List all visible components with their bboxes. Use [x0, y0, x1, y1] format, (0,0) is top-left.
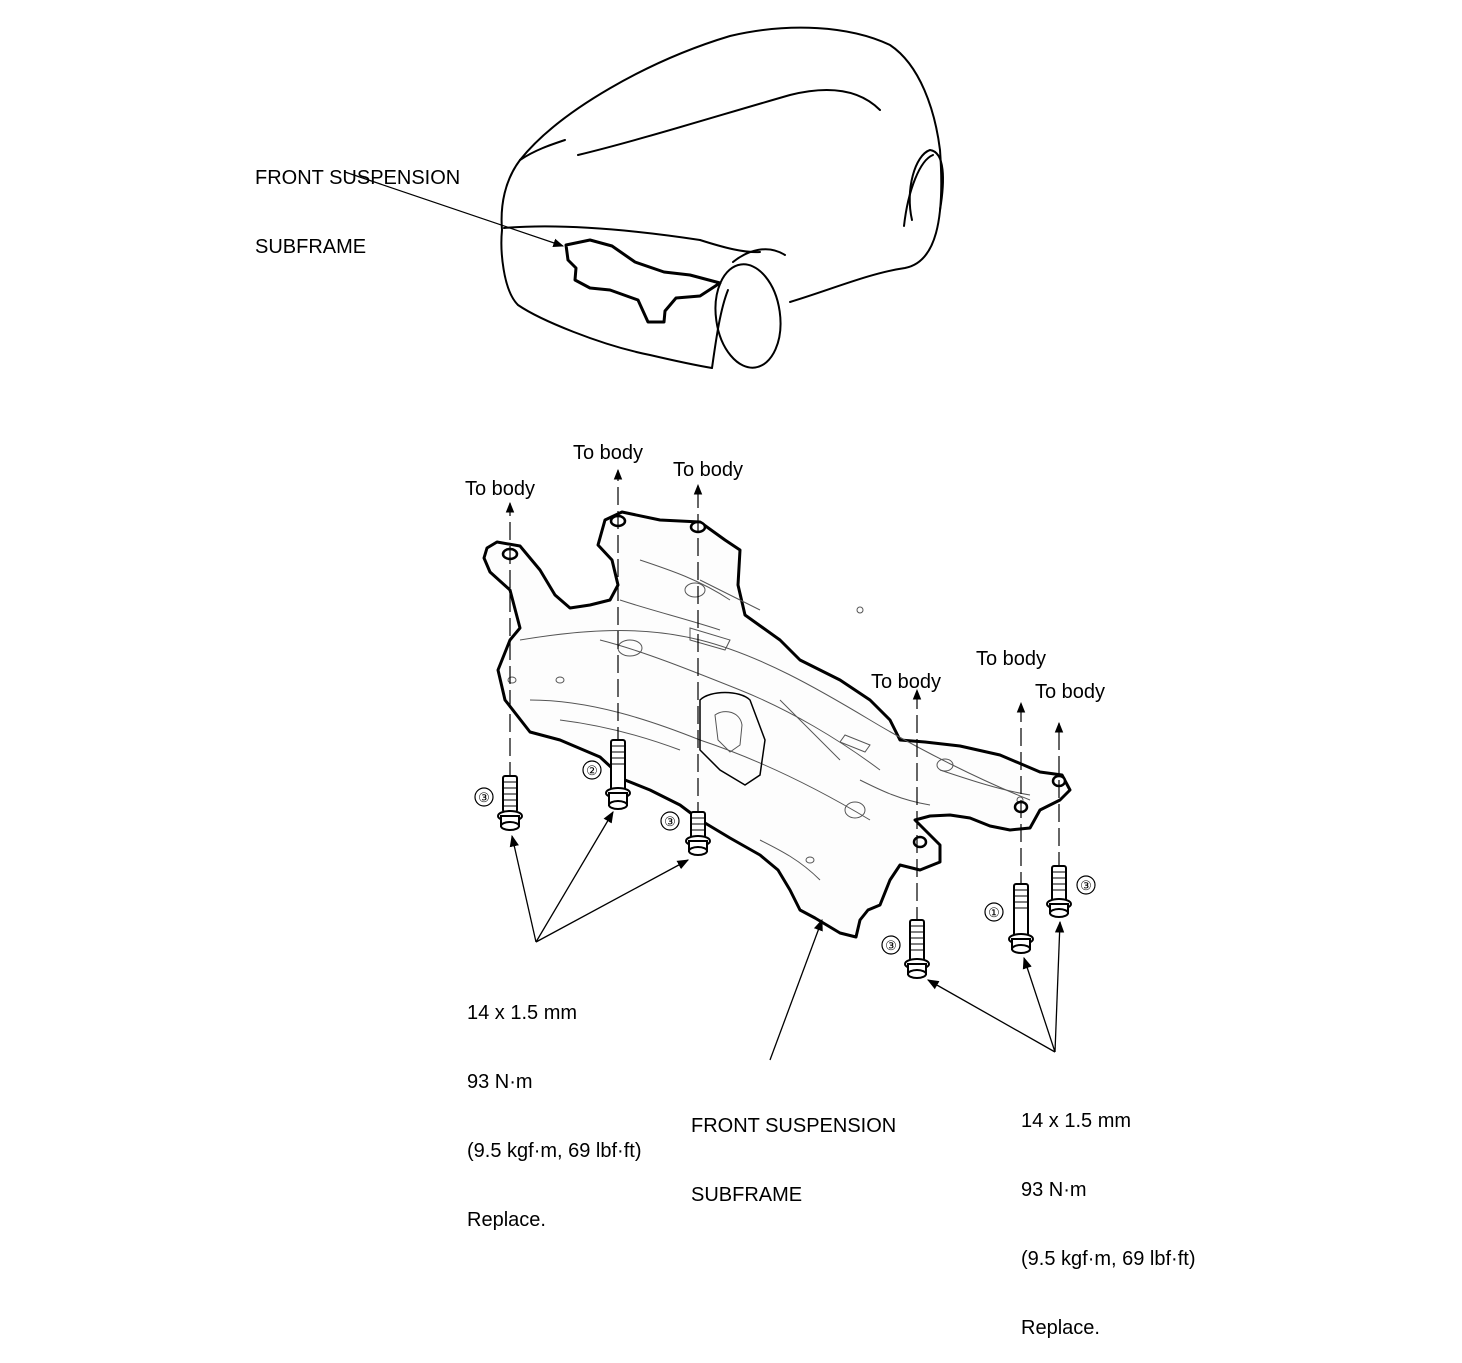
- bolt: [685, 811, 711, 856]
- bolt-number-text: ③: [478, 790, 490, 805]
- torque-note: Replace.: [467, 1209, 546, 1231]
- bolt-number-text: ①: [988, 905, 1000, 920]
- torque-note: Replace.: [1021, 1317, 1100, 1339]
- torque-imperial: (9.5 kgf·m, 69 lbf·ft): [1021, 1248, 1196, 1270]
- bolt-number: ③: [881, 935, 901, 955]
- bolt-number: ③: [474, 787, 494, 807]
- torque-nm: 93 N·m: [1021, 1179, 1087, 1201]
- subframe-callout-leader: [769, 918, 823, 1061]
- bolt: [1008, 883, 1034, 954]
- car-callout-label: FRONT SUSPENSION SUBFRAME: [255, 121, 460, 282]
- torque-imperial: (9.5 kgf·m, 69 lbf·ft): [467, 1140, 642, 1162]
- to-body-label: To body: [573, 442, 644, 464]
- subframe-diagram: ③ ② ③ ③ ① ③ FRONT SUSPENSION SUBFRAME To…: [255, 26, 1196, 1339]
- bolt-number: ③: [660, 811, 680, 831]
- bolt-number-text: ③: [885, 938, 897, 953]
- torque-spec-left: 14 x 1.5 mm 93 N·m (9.5 kgf·m, 69 lbf·ft…: [467, 956, 642, 1255]
- torque-leaders-right: [926, 920, 1065, 1053]
- car-callout-line: SUBFRAME: [255, 236, 367, 258]
- to-body-label: To body: [1035, 681, 1106, 703]
- to-body-label: To body: [976, 648, 1047, 670]
- car-callout-leader: [344, 171, 565, 247]
- bolt-number-text: ②: [586, 763, 598, 778]
- car-callout-line: FRONT SUSPENSION: [255, 167, 461, 189]
- torque-spec-right: 14 x 1.5 mm 93 N·m (9.5 kgf·m, 69 lbf·ft…: [1021, 1064, 1196, 1363]
- bolt-number: ②: [582, 760, 602, 780]
- bolt-number-text: ③: [664, 814, 676, 829]
- torque-size: 14 x 1.5 mm: [467, 1002, 578, 1024]
- subframe-callout-line: SUBFRAME: [691, 1184, 803, 1206]
- bolt: [1046, 865, 1072, 918]
- to-body-label: To body: [465, 478, 536, 500]
- bolt-number: ①: [984, 902, 1004, 922]
- to-body-label: To body: [871, 671, 942, 693]
- torque-nm: 93 N·m: [467, 1071, 533, 1093]
- subframe-callout-label: FRONT SUSPENSION SUBFRAME: [691, 1069, 896, 1230]
- torque-leaders-left: [509, 810, 690, 943]
- bolt-number-text: ③: [1080, 878, 1092, 893]
- bolt: [904, 919, 930, 979]
- to-body-label: To body: [673, 459, 744, 481]
- bolt: [497, 775, 523, 831]
- torque-size: 14 x 1.5 mm: [1021, 1110, 1132, 1132]
- bolt: [605, 739, 631, 810]
- car-outline: [500, 26, 944, 369]
- bolt-axes: [505, 468, 1064, 925]
- subframe-body: [482, 510, 1072, 939]
- car-subframe-highlight: [564, 238, 722, 324]
- bolt-number: ③: [1076, 875, 1096, 895]
- diagram-canvas: ③ ② ③ ③ ① ③: [344, 26, 1096, 1061]
- subframe-callout-line: FRONT SUSPENSION: [691, 1115, 897, 1137]
